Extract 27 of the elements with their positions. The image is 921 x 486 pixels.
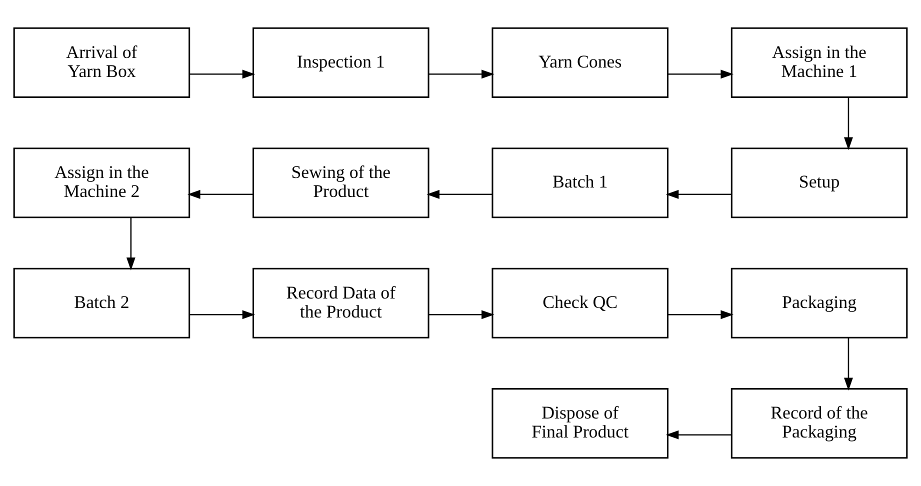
arrow (668, 310, 734, 320)
node-box: Assign in the Machine 2 (13, 148, 190, 218)
arrow (189, 310, 256, 320)
node-box: Record of the Packaging (730, 388, 908, 459)
arrow (428, 70, 494, 79)
arrow (187, 190, 254, 199)
arrow (668, 70, 734, 79)
arrow (666, 430, 732, 440)
node-box: Batch 1 (492, 148, 668, 218)
arrow (426, 190, 492, 199)
node-box: Yarn Cones (492, 27, 668, 98)
node-box: Sewing of the Product (252, 148, 430, 218)
node-box: Dispose of Final Product (492, 388, 668, 459)
arrow (428, 310, 494, 320)
arrow (844, 338, 853, 391)
node-box: Record Data of the Product (252, 268, 430, 338)
arrow (666, 190, 732, 199)
node-box: Packaging (730, 268, 908, 338)
arrow (126, 218, 136, 270)
node-box: Arrival of Yarn Box (13, 27, 190, 98)
node-box: Inspection 1 (252, 27, 430, 98)
node-box: Batch 2 (13, 268, 190, 338)
arrow (189, 70, 256, 79)
node-box: Setup (730, 148, 908, 218)
arrow (844, 97, 853, 150)
node-box: Assign in the Machine 1 (730, 27, 908, 98)
node-box: Check QC (492, 268, 668, 338)
